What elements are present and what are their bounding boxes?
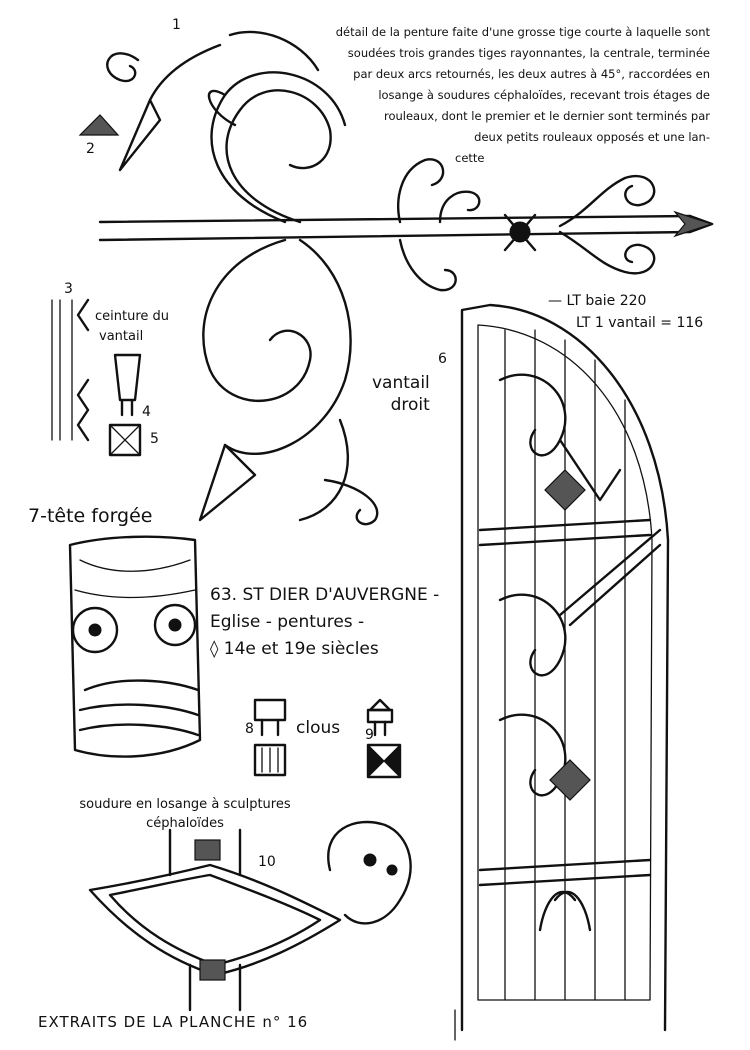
dimension-line: LT 1 vantail = 116 <box>576 315 704 331</box>
description-line: losange à soudures céphaloïdes, recevant… <box>378 88 710 102</box>
figure-number-4: 4 <box>142 404 151 420</box>
footer-caption: EXTRAITS DE LA PLANCHE n° 16 <box>38 1013 309 1031</box>
description-line: cette <box>455 151 485 165</box>
losange-weld-drawing <box>88 820 412 1012</box>
vantail-droit-line: vantail <box>372 373 430 393</box>
description-line: soudées trois grandes tiges rayonnantes,… <box>347 46 710 60</box>
figure-number-10: 10 <box>258 854 276 870</box>
hinge-strap-drawing <box>98 30 714 526</box>
soudure-label-line: céphaloïdes <box>146 816 224 831</box>
tete-forgee-label: 7-tête forgée <box>28 505 153 527</box>
forged-head-drawing <box>68 535 202 758</box>
site-heading: 63. ST DIER D'AUVERGNE - Eglise - pentur… <box>210 582 439 663</box>
nail-top-5 <box>108 423 142 457</box>
figure-number-1: 1 <box>172 17 181 33</box>
door-panel-drawing <box>460 303 670 1032</box>
dimensions-label: — LT baie 220 LT 1 vantail = 116 <box>548 290 703 334</box>
figure-number-3: 3 <box>64 281 73 297</box>
vantail-droit-line: droit <box>390 395 430 415</box>
figure-number-2: 2 <box>86 141 95 157</box>
nail-side-4 <box>113 353 142 417</box>
description-line: rouleaux, dont le premier et le dernier … <box>383 109 710 123</box>
description-line: deux petits rouleaux opposés et une lan- <box>474 130 710 144</box>
description-line: par deux arcs retournés, les deux autres… <box>353 67 710 81</box>
ceinture-label-line: vantail <box>99 329 144 344</box>
site-heading-centuries: ◊ 14e et 19e siècles <box>210 639 379 659</box>
description-line: détail de la penture faite d'une grosse … <box>335 25 710 39</box>
soudure-label: soudure en losange à sculptures céphaloï… <box>45 795 325 833</box>
figure-number-5: 5 <box>150 431 159 447</box>
figure-number-6: 6 <box>438 351 447 367</box>
vantail-droit-label: vantail droit <box>372 372 430 416</box>
site-heading-place: 63. ST DIER D'AUVERGNE - <box>210 585 440 605</box>
dimension-line: — LT baie 220 <box>548 293 647 309</box>
ceinture-label-line: ceinture du <box>95 309 170 324</box>
description-block: détail de la penture faite d'une grosse … <box>290 22 710 169</box>
site-heading-subject: Eglise - pentures - <box>210 612 365 632</box>
clous-drawing <box>253 698 402 779</box>
clous-label: clous <box>296 718 341 738</box>
ceinture-label: ceinture du vantail <box>95 307 169 347</box>
ceinture-drawing <box>51 298 90 442</box>
figure-number-8: 8 <box>245 721 254 737</box>
nail-profile-2 <box>78 114 120 136</box>
figure-number-9: 9 <box>365 727 374 743</box>
soudure-label-line: soudure en losange à sculptures <box>79 797 291 812</box>
